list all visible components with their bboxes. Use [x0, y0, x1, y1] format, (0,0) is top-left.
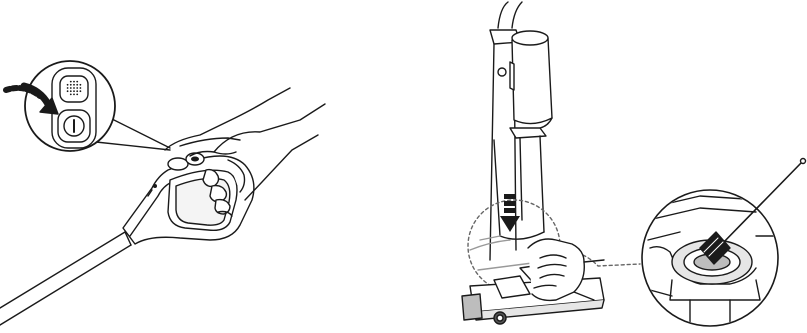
- grid-dot: [70, 90, 72, 92]
- left-panel-handle-power: [0, 61, 325, 325]
- grid-dot: [73, 87, 75, 89]
- grid-dot: [73, 81, 75, 83]
- grid-dot: [70, 87, 72, 89]
- upright-body: [494, 128, 546, 239]
- magnifier-circle: [25, 61, 115, 151]
- grid-dot: [67, 90, 69, 92]
- grid-dot: [80, 90, 82, 92]
- grid-dot: [67, 84, 69, 86]
- grid-dot: [70, 94, 72, 96]
- grid-dot: [80, 87, 82, 89]
- power-icon: [58, 110, 90, 142]
- grid-dot: [73, 90, 75, 92]
- vacuum-tube: [0, 232, 131, 325]
- grid-dot: [76, 84, 78, 86]
- dust-canister: [498, 31, 552, 128]
- grid-dots-icon: [60, 76, 88, 102]
- right-panel-base-cleaning: [462, 2, 806, 326]
- grid-dot: [73, 84, 75, 86]
- grid-dot: [70, 81, 72, 83]
- grid-dot: [80, 84, 82, 86]
- grid-dot: [76, 81, 78, 83]
- grid-dot: [70, 84, 72, 86]
- grid-dot: [67, 87, 69, 89]
- grid-dot: [73, 94, 75, 96]
- grid-dot: [76, 90, 78, 92]
- grid-dot: [76, 94, 78, 96]
- grid-dot: [76, 87, 78, 89]
